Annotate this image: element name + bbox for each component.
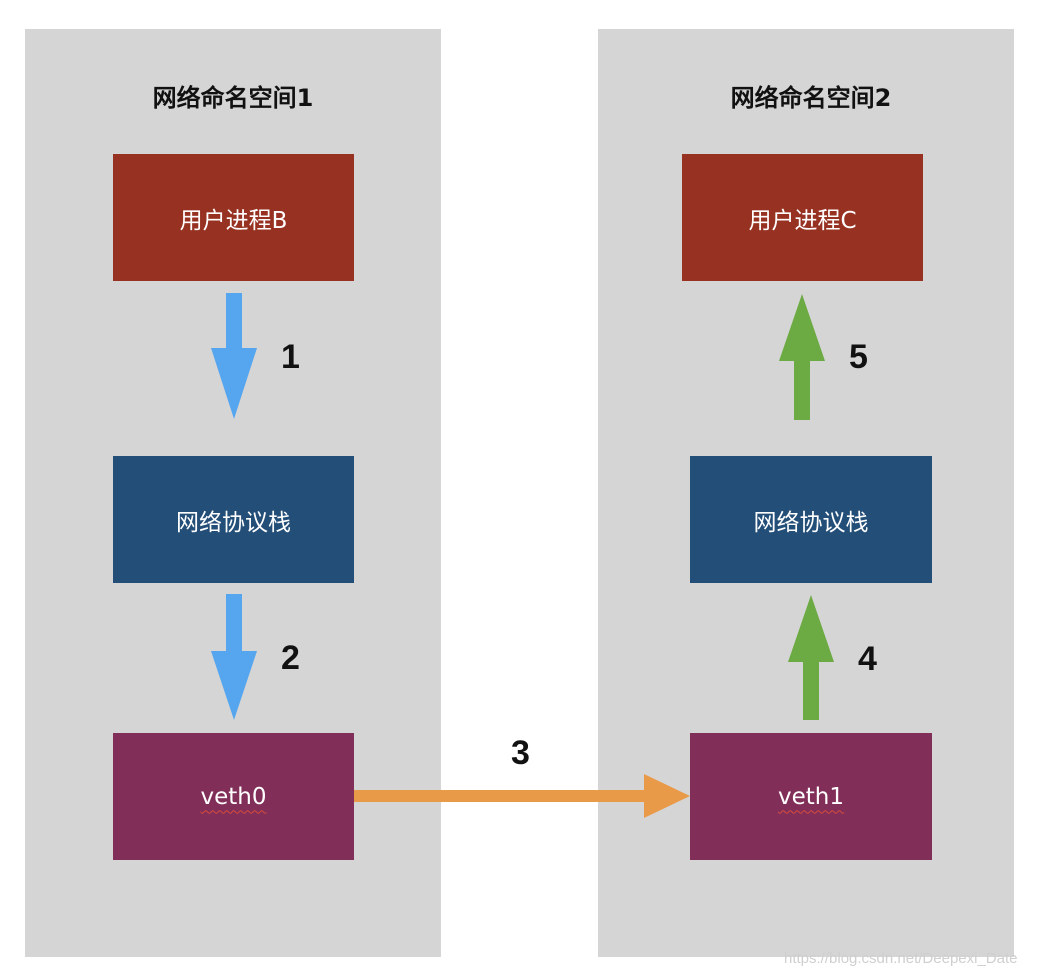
process-c-label: 用户进程C [748, 207, 857, 234]
step-3-label: 3 [511, 734, 530, 772]
stack-1-box: 网络协议栈 [113, 456, 354, 583]
process-b-label: 用户进程B [179, 207, 288, 234]
step-2-label: 2 [281, 639, 300, 677]
veth0-box: veth0 [113, 733, 354, 860]
arrow-up-5 [779, 294, 825, 420]
veth1-box: veth1 [690, 733, 932, 860]
veth1-label: veth1 [778, 783, 844, 810]
veth0-label: veth0 [200, 783, 267, 810]
stack-2-label: 网络协议栈 [753, 509, 869, 536]
process-c-box: 用户进程C [682, 154, 923, 281]
arrow-down-1 [211, 293, 257, 419]
arrow-right-3 [354, 774, 690, 818]
step-4-label: 4 [858, 640, 877, 678]
namespace-1-title: 网络命名空间1 [152, 84, 314, 112]
stack-2-box: 网络协议栈 [690, 456, 932, 583]
arrow-up-4 [788, 595, 834, 720]
namespace-2-title: 网络命名空间2 [730, 84, 892, 112]
process-b-box: 用户进程B [113, 154, 354, 281]
watermark-text: https://blog.csdn.net/Deepexi_Date [784, 950, 1018, 967]
step-5-label: 5 [849, 338, 868, 376]
step-1-label: 1 [281, 338, 300, 376]
arrow-down-2 [211, 594, 257, 720]
stack-1-label: 网络协议栈 [176, 509, 291, 536]
